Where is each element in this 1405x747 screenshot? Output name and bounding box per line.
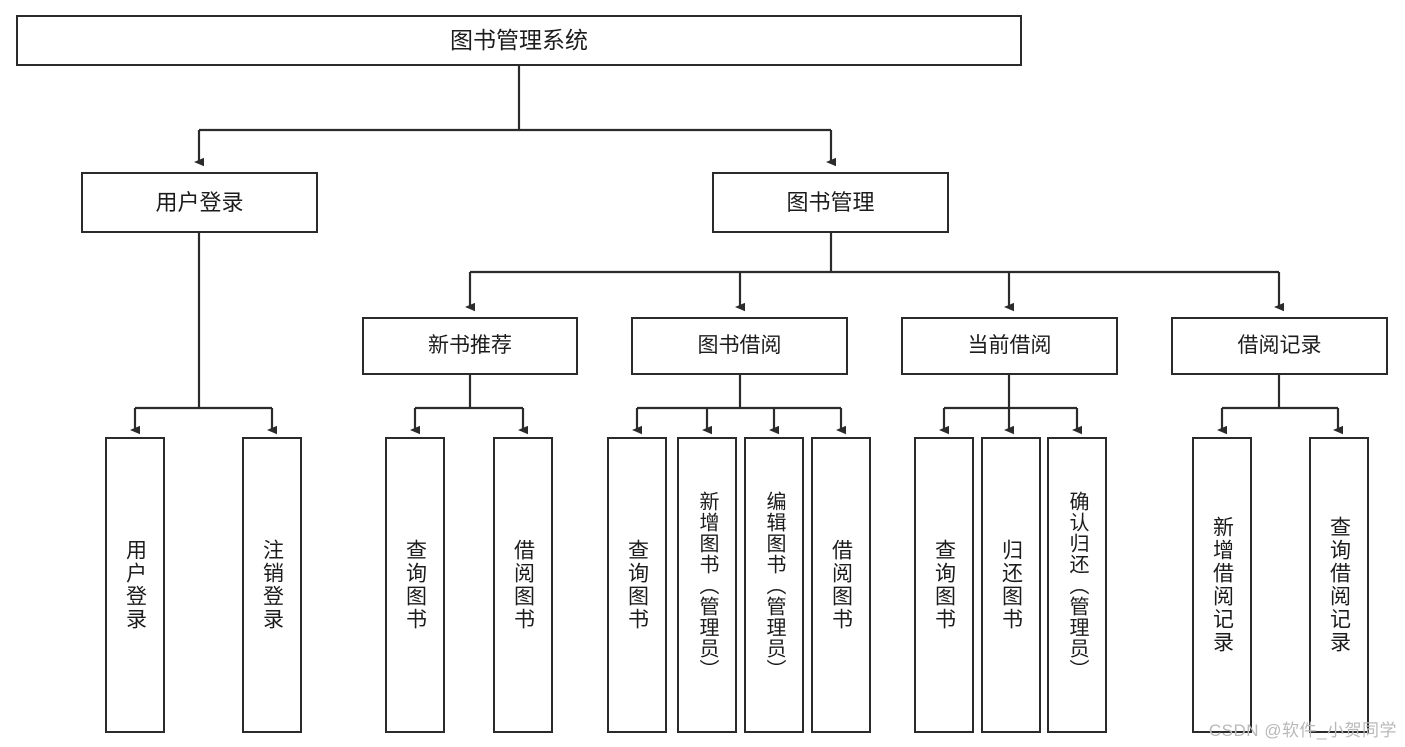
node-current-borrow[interactable]: 当前借阅: [901, 317, 1118, 375]
node-label: 确认归还（管理员）: [1066, 490, 1088, 680]
node-borrow-record[interactable]: 借阅记录: [1171, 317, 1388, 375]
node-label: 用户登录: [155, 189, 244, 215]
node-leaf-logout[interactable]: 注销登录: [242, 437, 302, 733]
node-label: 用户登录: [123, 539, 147, 631]
node-book-management[interactable]: 图书管理: [712, 172, 949, 233]
node-label: 图书借阅: [697, 333, 782, 357]
node-label: 借阅图书: [829, 539, 853, 631]
node-leaf-borrow-book-1[interactable]: 借阅图书: [493, 437, 553, 733]
node-label: 编辑图书（管理员）: [763, 490, 785, 680]
node-label: 图书管理: [786, 189, 875, 215]
node-label: 查询图书: [403, 539, 427, 631]
node-label: 查询借阅记录: [1327, 516, 1351, 654]
node-leaf-add-book[interactable]: 新增图书（管理员）: [677, 437, 737, 733]
node-label: 借阅图书: [511, 539, 535, 631]
node-leaf-query-book-3[interactable]: 查询图书: [914, 437, 974, 733]
node-user-login[interactable]: 用户登录: [81, 172, 318, 233]
node-root-system[interactable]: 图书管理系统: [16, 15, 1022, 66]
node-label: 新书推荐: [428, 333, 512, 357]
node-new-book-recommend[interactable]: 新书推荐: [362, 317, 578, 375]
node-label: 注销登录: [260, 539, 284, 631]
node-leaf-borrow-book-2[interactable]: 借阅图书: [811, 437, 871, 733]
node-leaf-query-record[interactable]: 查询借阅记录: [1309, 437, 1369, 733]
node-label: 查询图书: [932, 539, 956, 631]
node-label: 当前借阅: [967, 333, 1052, 357]
node-leaf-query-book-1[interactable]: 查询图书: [385, 437, 445, 733]
node-leaf-user-login[interactable]: 用户登录: [105, 437, 165, 733]
node-label: 新增图书（管理员）: [696, 490, 718, 680]
node-book-borrow[interactable]: 图书借阅: [631, 317, 848, 375]
node-leaf-return-book[interactable]: 归还图书: [981, 437, 1041, 733]
node-leaf-add-record[interactable]: 新增借阅记录: [1192, 437, 1252, 733]
node-label: 新增借阅记录: [1210, 516, 1234, 654]
node-leaf-query-book-2[interactable]: 查询图书: [607, 437, 667, 733]
node-label: 图书管理系统: [450, 27, 588, 54]
node-label: 借阅记录: [1237, 333, 1322, 357]
node-leaf-confirm-return[interactable]: 确认归还（管理员）: [1047, 437, 1107, 733]
node-label: 查询图书: [625, 539, 649, 631]
node-label: 归还图书: [999, 539, 1023, 631]
node-leaf-edit-book[interactable]: 编辑图书（管理员）: [744, 437, 804, 733]
